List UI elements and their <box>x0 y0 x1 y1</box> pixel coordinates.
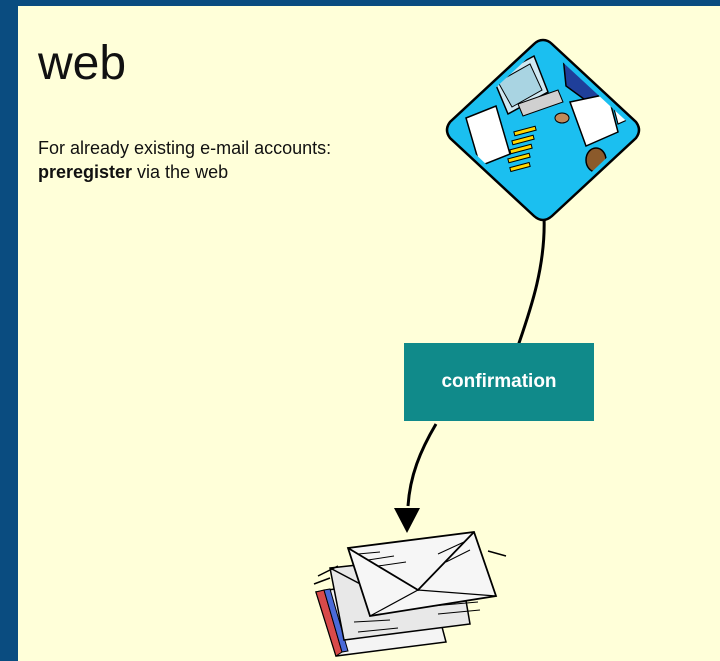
arrowhead-icon <box>394 508 420 533</box>
confirmation-label: confirmation <box>404 343 594 421</box>
connector-line-bottom <box>406 423 438 507</box>
body-text-tail: via the web <box>132 162 229 182</box>
slide: web For already existing e-mail accounts… <box>18 6 720 661</box>
body-text-lead: For already existing e-mail accounts: <box>38 138 332 158</box>
envelopes-mail-icon <box>313 531 507 657</box>
body-text-emphasis: preregister <box>38 162 133 182</box>
slide-title: web <box>38 37 127 90</box>
body-text: For already existing e-mail accounts: pr… <box>38 136 388 184</box>
connector-line-top <box>516 215 546 347</box>
diagram-canvas <box>313 38 641 657</box>
confirmation-label-text: confirmation <box>441 371 557 392</box>
person-computer-icon <box>445 38 641 222</box>
